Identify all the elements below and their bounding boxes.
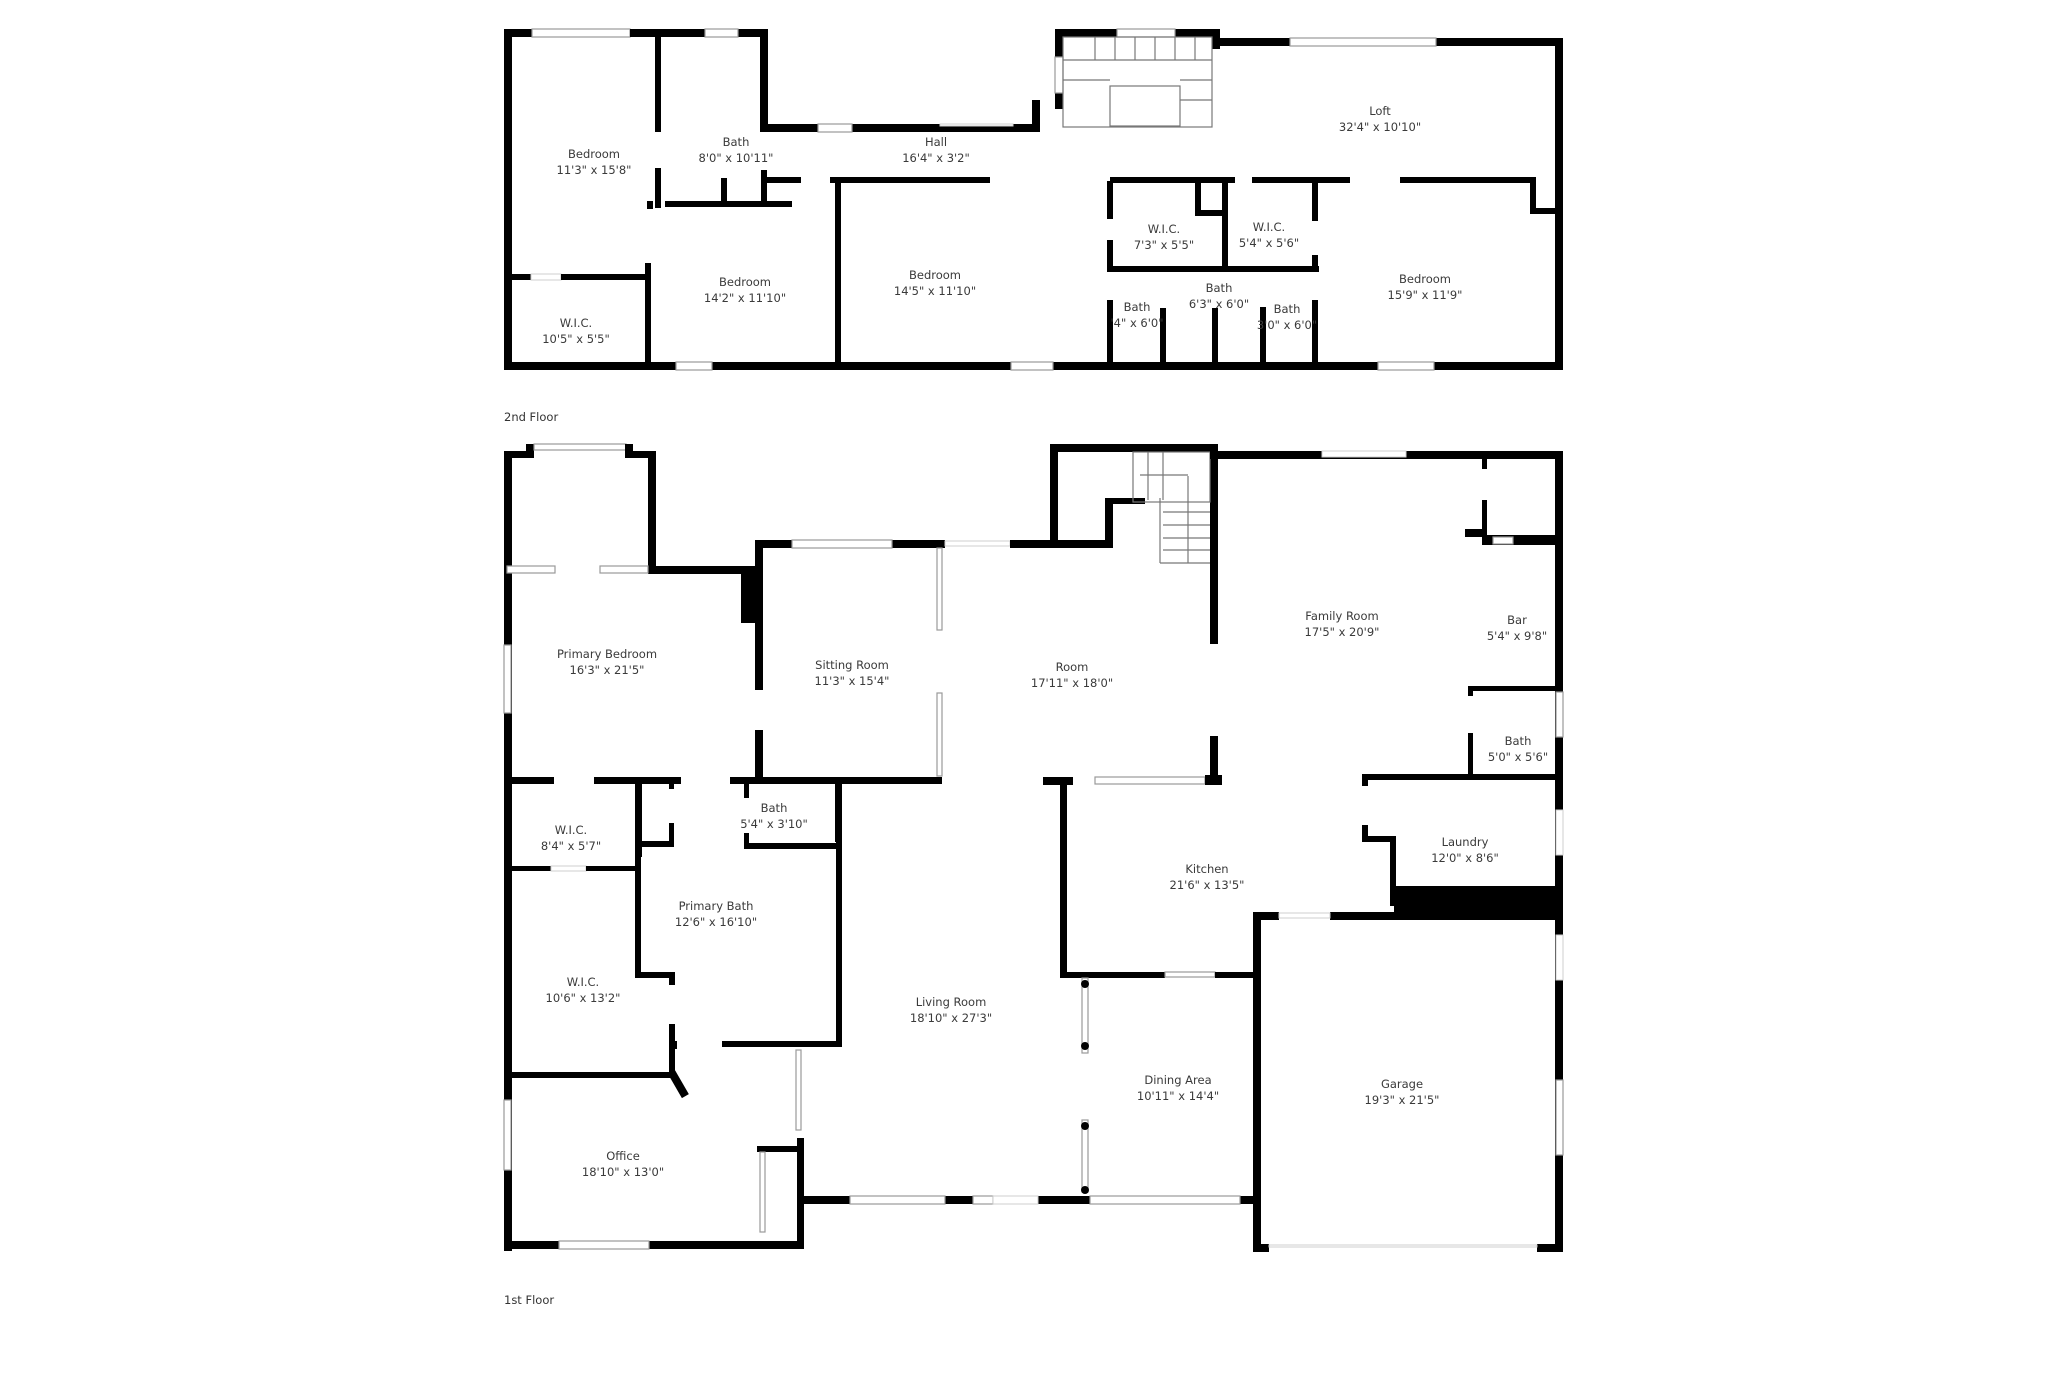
svg-text:Primary Bath: Primary Bath: [679, 899, 754, 913]
room-label: W.I.C. 10'5" x 5'5": [542, 316, 610, 346]
svg-text:Sitting Room: Sitting Room: [815, 658, 889, 672]
room-label: Bedroom 14'2" x 11'10": [704, 275, 786, 305]
svg-text:Primary Bedroom: Primary Bedroom: [557, 647, 657, 661]
first-floor-plan: [503, 443, 1564, 1252]
room-label: W.I.C. 7'3" x 5'5": [1134, 222, 1194, 252]
svg-text:Bath: Bath: [723, 135, 750, 149]
svg-text:Laundry: Laundry: [1442, 835, 1489, 849]
room-label: W.I.C. 8'4" x 5'7": [541, 823, 601, 853]
room-label: Living Room 18'10" x 27'3": [910, 995, 992, 1025]
room-label: Kitchen 21'6" x 13'5": [1170, 862, 1245, 892]
floor-label-2nd: 2nd Floor: [504, 410, 559, 424]
svg-text:Office: Office: [606, 1149, 640, 1163]
svg-text:12'6" x 16'10": 12'6" x 16'10": [675, 915, 757, 929]
svg-text:W.I.C.: W.I.C.: [1148, 222, 1180, 236]
svg-text:10'6" x 13'2": 10'6" x 13'2": [546, 991, 621, 1005]
svg-text:8'4" x 5'7": 8'4" x 5'7": [541, 839, 601, 853]
svg-text:11'3" x 15'4": 11'3" x 15'4": [815, 674, 890, 688]
second-floor-labels: Bedroom 11'3" x 15'8" Bath 8'0" x 10'11" H…: [542, 104, 1462, 346]
svg-text:Bath: Bath: [1206, 281, 1233, 295]
svg-text:Bar: Bar: [1507, 613, 1527, 627]
svg-text:21'6" x 13'5": 21'6" x 13'5": [1170, 878, 1245, 892]
svg-text:6'3" x 6'0": 6'3" x 6'0": [1189, 297, 1249, 311]
svg-text:14'2" x 11'10": 14'2" x 11'10": [704, 291, 786, 305]
svg-text:5'0" x 5'6": 5'0" x 5'6": [1488, 750, 1548, 764]
room-label: Primary Bedroom 16'3" x 21'5": [557, 647, 657, 677]
svg-text:11'3" x 15'8": 11'3" x 15'8": [557, 163, 632, 177]
second-floor-plan: [504, 28, 1563, 371]
room-label: Bar 5'4" x 9'8": [1487, 613, 1547, 643]
room-label: Family Room 17'5" x 20'9": [1305, 609, 1380, 639]
svg-text:Living Room: Living Room: [916, 995, 987, 1009]
svg-text:3'0" x 6'0": 3'0" x 6'0": [1257, 318, 1317, 332]
staircase-2nd: [1062, 36, 1213, 128]
svg-text:8'0" x 10'11": 8'0" x 10'11": [699, 151, 774, 165]
room-label: Bath 6'3" x 6'0": [1189, 281, 1249, 311]
room-label: Bath 3'0" x 6'0": [1257, 302, 1317, 332]
svg-text:10'5" x 5'5": 10'5" x 5'5": [542, 332, 610, 346]
svg-text:16'3" x 21'5": 16'3" x 21'5": [570, 663, 645, 677]
svg-text:W.I.C.: W.I.C.: [560, 316, 592, 330]
svg-text:Bath: Bath: [1274, 302, 1301, 316]
svg-text:Bedroom: Bedroom: [568, 147, 620, 161]
svg-text:Room: Room: [1056, 660, 1089, 674]
svg-text:7'3" x 5'5": 7'3" x 5'5": [1134, 238, 1194, 252]
room-label: W.I.C. 10'6" x 13'2": [546, 975, 621, 1005]
room-label: W.I.C. 5'4" x 5'6": [1239, 220, 1299, 250]
svg-text:18'10" x 27'3": 18'10" x 27'3": [910, 1011, 992, 1025]
staircase-1st: [1132, 451, 1211, 564]
room-label: Bath 5'4" x 3'10": [740, 801, 808, 831]
svg-text:W.I.C.: W.I.C.: [567, 975, 599, 989]
room-label: Bedroom 14'5" x 11'10": [894, 268, 976, 298]
room-label: Room 17'11" x 18'0": [1031, 660, 1113, 690]
room-label: Office 18'10" x 13'0": [582, 1149, 664, 1179]
svg-text:Garage: Garage: [1381, 1077, 1423, 1091]
svg-text:17'11" x 18'0": 17'11" x 18'0": [1031, 676, 1113, 690]
svg-text:Kitchen: Kitchen: [1185, 862, 1228, 876]
room-label: Bedroom 11'3" x 15'8": [557, 147, 632, 177]
svg-text:32'4" x 10'10": 32'4" x 10'10": [1339, 120, 1421, 134]
svg-text:19'3" x 21'5": 19'3" x 21'5": [1365, 1093, 1440, 1107]
svg-text:Loft: Loft: [1369, 104, 1391, 118]
svg-text:Bath: Bath: [1505, 734, 1532, 748]
room-label: Dining Area 10'11" x 14'4": [1137, 1073, 1219, 1103]
room-label: Bedroom 15'9" x 11'9": [1388, 272, 1463, 302]
room-label: Loft 32'4" x 10'10": [1339, 104, 1421, 134]
svg-text:5'4" x 3'10": 5'4" x 3'10": [740, 817, 808, 831]
svg-text:16'4" x 3'2": 16'4" x 3'2": [902, 151, 970, 165]
svg-text:Bath: Bath: [1124, 300, 1151, 314]
svg-text:Bedroom: Bedroom: [909, 268, 961, 282]
svg-text:W.I.C.: W.I.C.: [555, 823, 587, 837]
room-label: Bath 8'0" x 10'11": [699, 135, 774, 165]
floor-label-1st: 1st Floor: [504, 1293, 555, 1307]
svg-text:15'9" x 11'9": 15'9" x 11'9": [1388, 288, 1463, 302]
svg-text:W.I.C.: W.I.C.: [1253, 220, 1285, 234]
room-label: Bath '4" x 6'0": [1111, 300, 1164, 330]
svg-text:Bath: Bath: [761, 801, 788, 815]
svg-text:5'4" x 5'6": 5'4" x 5'6": [1239, 236, 1299, 250]
room-label: Bath 5'0" x 5'6": [1488, 734, 1548, 764]
svg-text:Family Room: Family Room: [1305, 609, 1378, 623]
room-label: Sitting Room 11'3" x 15'4": [815, 658, 890, 688]
svg-text:Dining Area: Dining Area: [1144, 1073, 1211, 1087]
svg-text:12'0" x 8'6": 12'0" x 8'6": [1431, 851, 1499, 865]
svg-text:18'10" x 13'0": 18'10" x 13'0": [582, 1165, 664, 1179]
first-floor-labels: Primary Bedroom 16'3" x 21'5" Sitting Roo…: [541, 609, 1548, 1179]
svg-text:5'4" x 9'8": 5'4" x 9'8": [1487, 629, 1547, 643]
room-label: Primary Bath 12'6" x 16'10": [675, 899, 757, 929]
svg-text:Bedroom: Bedroom: [719, 275, 771, 289]
svg-text:17'5" x 20'9": 17'5" x 20'9": [1305, 625, 1380, 639]
svg-text:Bedroom: Bedroom: [1399, 272, 1451, 286]
svg-text:'4" x 6'0": '4" x 6'0": [1111, 316, 1164, 330]
svg-text:14'5" x 11'10": 14'5" x 11'10": [894, 284, 976, 298]
room-label: Laundry 12'0" x 8'6": [1431, 835, 1499, 865]
room-label: Hall 16'4" x 3'2": [902, 135, 970, 165]
room-label: Garage 19'3" x 21'5": [1365, 1077, 1440, 1107]
svg-text:10'11" x 14'4": 10'11" x 14'4": [1137, 1089, 1219, 1103]
svg-text:Hall: Hall: [925, 135, 947, 149]
